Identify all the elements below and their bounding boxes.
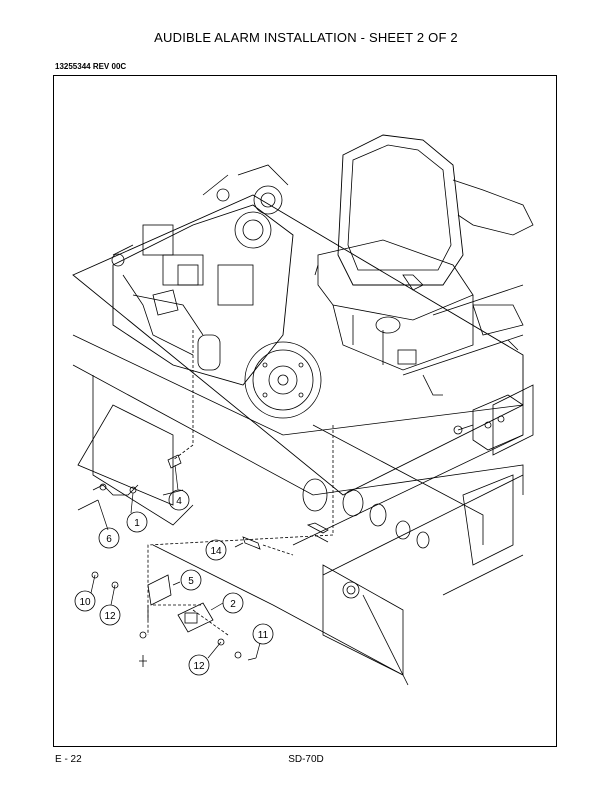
callout-leaders bbox=[90, 464, 261, 659]
callout-14: 14 bbox=[205, 539, 227, 561]
wire-routing bbox=[147, 330, 334, 636]
engine-assembly bbox=[111, 164, 294, 386]
callout-12a: 12 bbox=[99, 604, 121, 626]
callouts: 1 2 4 5 6 10 11 12 12 14 bbox=[74, 489, 274, 676]
callout-12b-label: 12 bbox=[193, 661, 205, 672]
machine-frame bbox=[72, 194, 534, 686]
page-number: E - 22 bbox=[55, 754, 82, 765]
document-number: 13255344 REV 00C bbox=[55, 62, 127, 71]
valve-block bbox=[453, 394, 524, 451]
small-parts bbox=[77, 454, 329, 667]
mounting-plate bbox=[322, 564, 404, 676]
assembly-drawing: 1 2 4 5 6 10 11 12 12 14 bbox=[72, 134, 534, 686]
callout-2: 2 bbox=[222, 592, 244, 614]
operator-seat bbox=[314, 134, 534, 396]
callout-6-label: 6 bbox=[106, 534, 112, 545]
page-title: AUDIBLE ALARM INSTALLATION - SHEET 2 OF … bbox=[154, 30, 458, 45]
callout-12a-label: 12 bbox=[104, 611, 116, 622]
callout-1-label: 1 bbox=[134, 518, 140, 529]
callout-5-label: 5 bbox=[188, 576, 194, 587]
callout-4-label: 4 bbox=[176, 496, 182, 507]
callout-10-label: 10 bbox=[79, 597, 91, 608]
callout-12b: 12 bbox=[188, 654, 210, 676]
flywheel bbox=[244, 341, 322, 419]
model-label: SD-70D bbox=[288, 754, 324, 765]
callout-14-label: 14 bbox=[210, 546, 222, 557]
callout-2-label: 2 bbox=[230, 599, 236, 610]
callout-1: 1 bbox=[126, 511, 148, 533]
callout-4: 4 bbox=[168, 489, 190, 511]
callout-6: 6 bbox=[98, 527, 120, 549]
callout-10: 10 bbox=[74, 590, 96, 612]
frame-cutouts bbox=[302, 478, 430, 549]
callout-11: 11 bbox=[252, 623, 274, 645]
drawing-frame bbox=[53, 75, 557, 747]
callout-5: 5 bbox=[180, 569, 202, 591]
callout-11-label: 11 bbox=[258, 630, 269, 641]
